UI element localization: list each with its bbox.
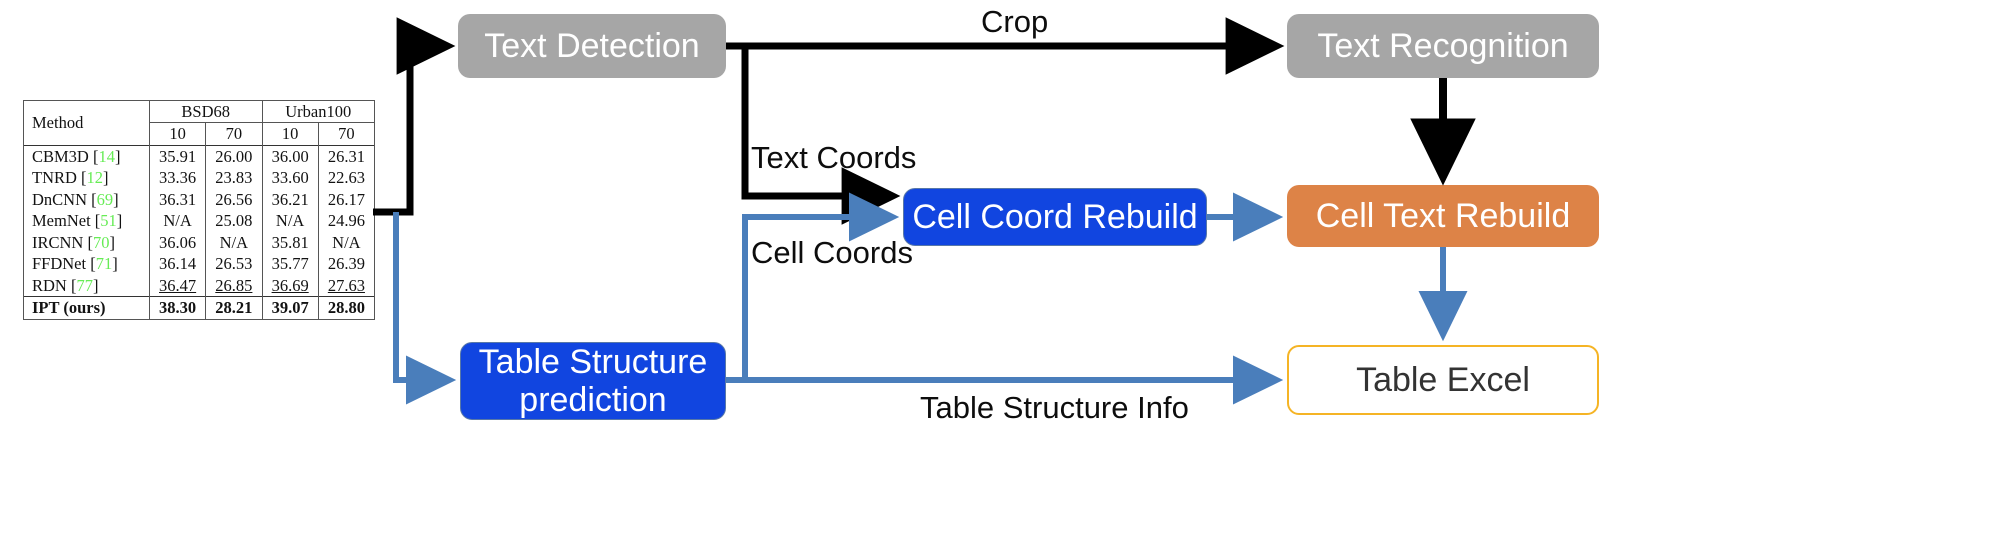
table-cell-value: 26.00: [205, 144, 262, 168]
method-reference: [14]: [88, 146, 121, 166]
node-text-detection-label: Text Detection: [484, 26, 700, 65]
table-cell-value: 36.14: [148, 253, 206, 275]
method-name: RDN: [32, 275, 67, 295]
table-header-row-groups: Method BSD68 Urban100: [24, 101, 374, 132]
table-cell-value: 24.96: [317, 210, 374, 232]
table-cell-value: 39.07: [261, 296, 319, 319]
table-cell-value: 35.81: [261, 231, 319, 254]
column-group-urban100: Urban100: [261, 101, 374, 124]
method-reference: [51]: [90, 211, 123, 231]
column-header-bsd68-10: 10: [148, 122, 206, 146]
table-cell-method: MemNet [51]: [24, 210, 149, 231]
column-header-urban100-70: 70: [317, 122, 374, 146]
method-reference: [77]: [66, 275, 99, 295]
method-reference: [70]: [83, 232, 115, 252]
node-table-structure-prediction-label: Table Structure prediction: [478, 342, 708, 419]
node-table-excel-label: Table Excel: [1356, 360, 1530, 399]
edge-label-crop: Crop: [981, 4, 1049, 39]
node-table-excel[interactable]: Table Excel: [1287, 345, 1599, 415]
method-name: IPT (ours): [32, 298, 106, 318]
method-name: TNRD: [32, 168, 77, 188]
method-reference: [69]: [87, 189, 119, 209]
table-cell-value: 36.06: [148, 231, 206, 254]
column-header-urban100-10: 10: [261, 122, 319, 146]
arrow-table-to-detection: [373, 17, 456, 216]
method-name: FFDNet: [32, 254, 87, 274]
table-cell-value: 22.63: [317, 167, 374, 189]
table-cell-value: 36.69: [261, 274, 319, 297]
node-table-structure-prediction[interactable]: Table Structure prediction: [460, 342, 726, 420]
table-cell-method: IPT (ours): [24, 296, 150, 319]
method-reference: [12]: [76, 168, 109, 188]
table-header-row-sigma: 10 70 10 70: [24, 122, 374, 146]
table-cell-method: CBM3D [14]: [24, 144, 150, 168]
table-cell-value: 36.21: [261, 188, 319, 211]
table-cell-method: FFDNet [71]: [24, 253, 149, 274]
method-name: DnCNN: [32, 189, 88, 209]
column-group-bsd68: BSD68: [148, 101, 262, 124]
method-name: IRCNN: [32, 232, 84, 252]
node-text-recognition-label: Text Recognition: [1317, 26, 1569, 65]
table-cell-value: 27.63: [317, 274, 374, 297]
table-cell-method: RDN [77]: [24, 275, 149, 297]
edge-label-table-structure-info: Table Structure Info: [920, 390, 1189, 425]
table-cell-value: 26.31: [317, 144, 374, 168]
table-cell-value: 25.08: [205, 210, 262, 232]
edge-label-text-coords: Text Coords: [751, 140, 917, 175]
edge-label-cell-coords: Cell Coords: [751, 235, 913, 270]
node-cell-text-rebuild[interactable]: Cell Text Rebuild: [1287, 185, 1599, 247]
table-cell-value: 26.17: [317, 188, 374, 211]
table-cell-value: 36.31: [148, 188, 206, 211]
psnr-results-table: Method BSD68 Urban100 10 70 10 70 CBM3D …: [24, 101, 374, 319]
table-cell-value: N/A: [317, 231, 374, 254]
arrow-table-to-table-structure: [393, 212, 457, 405]
table-cell-method: DnCNN [69]: [24, 189, 149, 210]
column-header-method: Method: [32, 113, 84, 133]
table-cell-value: 33.36: [148, 167, 206, 189]
table-cell-value: N/A: [148, 210, 206, 232]
method-name: MemNet: [32, 211, 91, 231]
table-cell-value: 28.21: [205, 296, 262, 319]
table-header: Method BSD68 Urban100 10 70 10 70: [24, 101, 374, 146]
table-cell-value: 26.39: [317, 253, 374, 275]
node-text-detection[interactable]: Text Detection: [458, 14, 726, 78]
node-text-recognition[interactable]: Text Recognition: [1287, 14, 1599, 78]
table-cell-value: 36.00: [261, 144, 319, 168]
method-name: CBM3D: [32, 146, 89, 166]
table-cell-value: 33.60: [261, 167, 319, 189]
table-cell-value: 35.77: [261, 253, 319, 275]
method-reference: [71]: [86, 254, 118, 274]
table-cell-value: 26.56: [205, 188, 262, 211]
table-cell-value: 26.85: [205, 274, 262, 297]
table-cell-value: 38.30: [148, 296, 206, 319]
node-cell-coord-rebuild-label: Cell Coord Rebuild: [912, 197, 1198, 236]
table-cell-value: 26.53: [205, 253, 262, 275]
column-header-bsd68-70: 70: [205, 122, 262, 146]
table-cell-value: 36.47: [148, 274, 206, 297]
table-cell-value: 23.83: [205, 167, 262, 189]
table-cell-method: TNRD [12]: [24, 167, 149, 188]
node-cell-coord-rebuild[interactable]: Cell Coord Rebuild: [903, 188, 1207, 246]
table-cell-value: N/A: [205, 231, 262, 254]
node-cell-text-rebuild-label: Cell Text Rebuild: [1315, 196, 1571, 235]
table-cell-value: 35.91: [148, 144, 206, 168]
table-cell-method: IRCNN [70]: [24, 232, 149, 253]
table-cell-value: N/A: [261, 210, 319, 232]
table-cell-value: 28.80: [317, 296, 374, 319]
input-table-image: Method BSD68 Urban100 10 70 10 70 CBM3D …: [23, 100, 375, 320]
